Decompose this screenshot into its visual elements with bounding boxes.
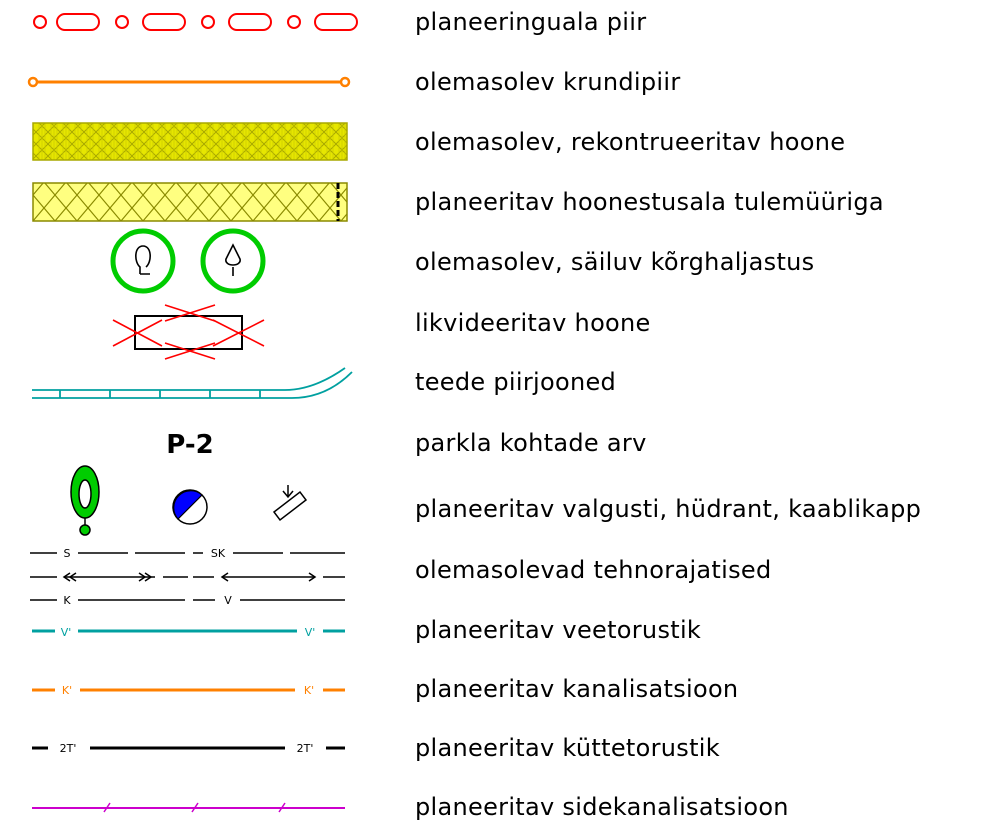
legend-label-demolish-building: likvideeritav hoone [415,309,651,337]
hydrant-icon [172,489,208,525]
water-tag-right: V' [305,626,316,639]
legend-label-planned-building-area: planeeritav hoonestusala tulemüüriga [415,188,884,216]
plan-boundary-symbol [33,13,358,31]
legend-label-trees: olemasolev, säiluv kõrghaljastus [415,248,815,276]
road-lines-symbol [32,367,353,399]
demolish-building-symbol [112,304,265,360]
trees-symbol [110,228,266,294]
legend-label-parking: parkla kohtade arv [415,429,647,457]
parking-symbol-text: P-2 [166,430,213,460]
sewer-tag-left: K' [62,684,72,697]
legend-label-plan-boundary: planeeringuala piir [415,8,647,36]
cable-cabinet-icon [272,485,308,522]
utility-label-sk: SK [211,547,226,560]
planned-building-area-symbol [32,182,348,222]
property-boundary-symbol [27,76,351,88]
sewer-tag-right: K' [304,684,314,697]
utility-label-k: K [63,594,71,607]
existing-utilities-symbol [30,552,345,601]
heating-tag-right: 2T' [297,742,314,755]
legend-label-property-boundary: olemasolev krundipiir [415,68,681,96]
utility-label-s: S [64,547,71,560]
utility-label-v: V [224,594,232,607]
legend-label-road-lines: teede piirjooned [415,368,617,396]
legend-label-existing-building: olemasolev, rekontrueeritav hoone [415,128,846,156]
telecom-symbol [32,802,345,813]
lamp-icon [70,465,100,536]
legend-label-water-pipe: planeeritav veetorustik [415,616,702,644]
legend-label-lighting: planeeritav valgusti, hüdrant, kaablikap… [415,495,922,523]
water-tag-left: V' [61,626,72,639]
existing-building-symbol [32,122,348,161]
legend-label-existing-utilities: olemasolevad tehnorajatised [415,556,772,584]
legend-label-heating: planeeritav küttetorustik [415,734,720,762]
legend-label-sewer: planeeritav kanalisatsioon [415,675,739,703]
legend-label-telecom: planeeritav sidekanalisatsioon [415,793,789,821]
heating-tag-left: 2T' [60,742,77,755]
